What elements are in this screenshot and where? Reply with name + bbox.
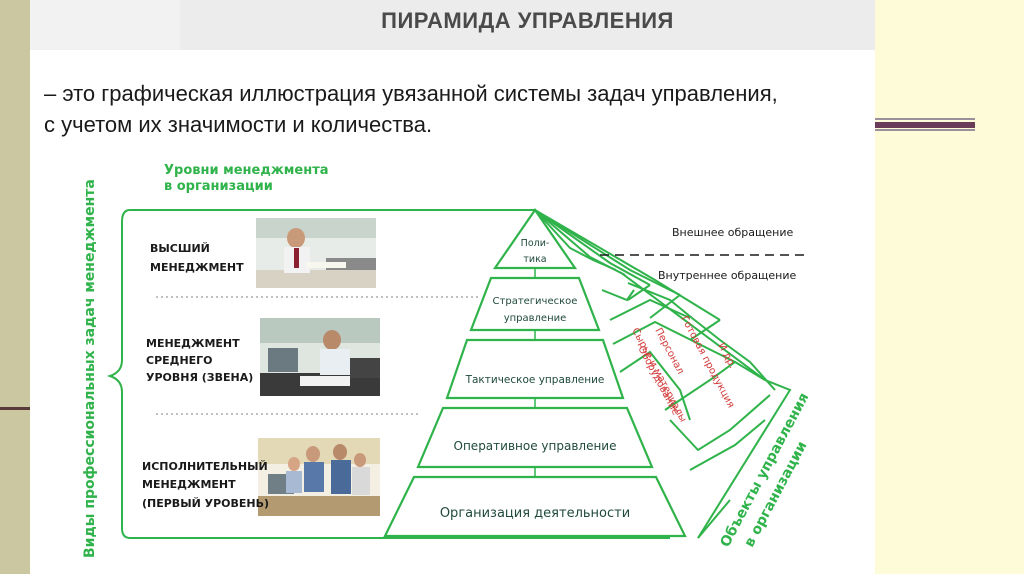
level-middle-line-1: МЕНЕДЖМЕНТ bbox=[146, 337, 240, 350]
tier-strategic-line-2: управление bbox=[504, 313, 567, 324]
tier-organization-label: Организация деятельности bbox=[440, 506, 630, 521]
internal-circulation-label: Внутреннее обращение bbox=[658, 269, 797, 282]
level-middle-line-3: УРОВНЯ (ЗВЕНА) bbox=[146, 371, 253, 384]
levels-header-line-1: Уровни менеджмента bbox=[164, 163, 329, 178]
external-circulation-label: Внешнее обращение bbox=[672, 226, 794, 239]
tier-tactical-label: Тактическое управление bbox=[465, 374, 605, 386]
level-top-line-2: МЕНЕДЖМЕНТ bbox=[150, 261, 244, 274]
level-top-line-1: ВЫСШИЙ bbox=[150, 242, 210, 255]
left-divider-stripe bbox=[0, 407, 30, 410]
slide: ПИРАМИДА УПРАВЛЕНИЯ – это графическая ил… bbox=[30, 0, 875, 574]
levels-header-line-2: в организации bbox=[164, 179, 273, 194]
tier-policy-line-1: Поли- bbox=[521, 238, 550, 249]
right-decorative-rule bbox=[875, 118, 975, 132]
tier-tactical bbox=[447, 340, 623, 398]
tier-strategic-line-1: Стратегическое bbox=[493, 296, 578, 307]
tier-operational bbox=[418, 408, 652, 467]
level-bottom-line-2: МЕНЕДЖМЕНТ bbox=[142, 478, 236, 491]
level-bottom-line-1: ИСПОЛНИТЕЛЬНЫЙ bbox=[142, 460, 268, 473]
left-vertical-label: Виды профессиональных задач менеджмента bbox=[82, 179, 98, 558]
object-other: И др. bbox=[715, 341, 737, 370]
tier-operational-label: Оперативное управление bbox=[454, 439, 617, 453]
tier-policy-line-2: тика bbox=[523, 254, 546, 265]
left-decorative-band bbox=[0, 0, 30, 574]
level-middle-line-2: СРЕДНЕГО bbox=[146, 354, 213, 367]
level-bottom-line-3: (ПЕРВЫЙ УРОВЕНЬ) bbox=[142, 497, 269, 510]
management-pyramid-diagram: Виды профессиональных задач менеджмента … bbox=[30, 0, 875, 574]
